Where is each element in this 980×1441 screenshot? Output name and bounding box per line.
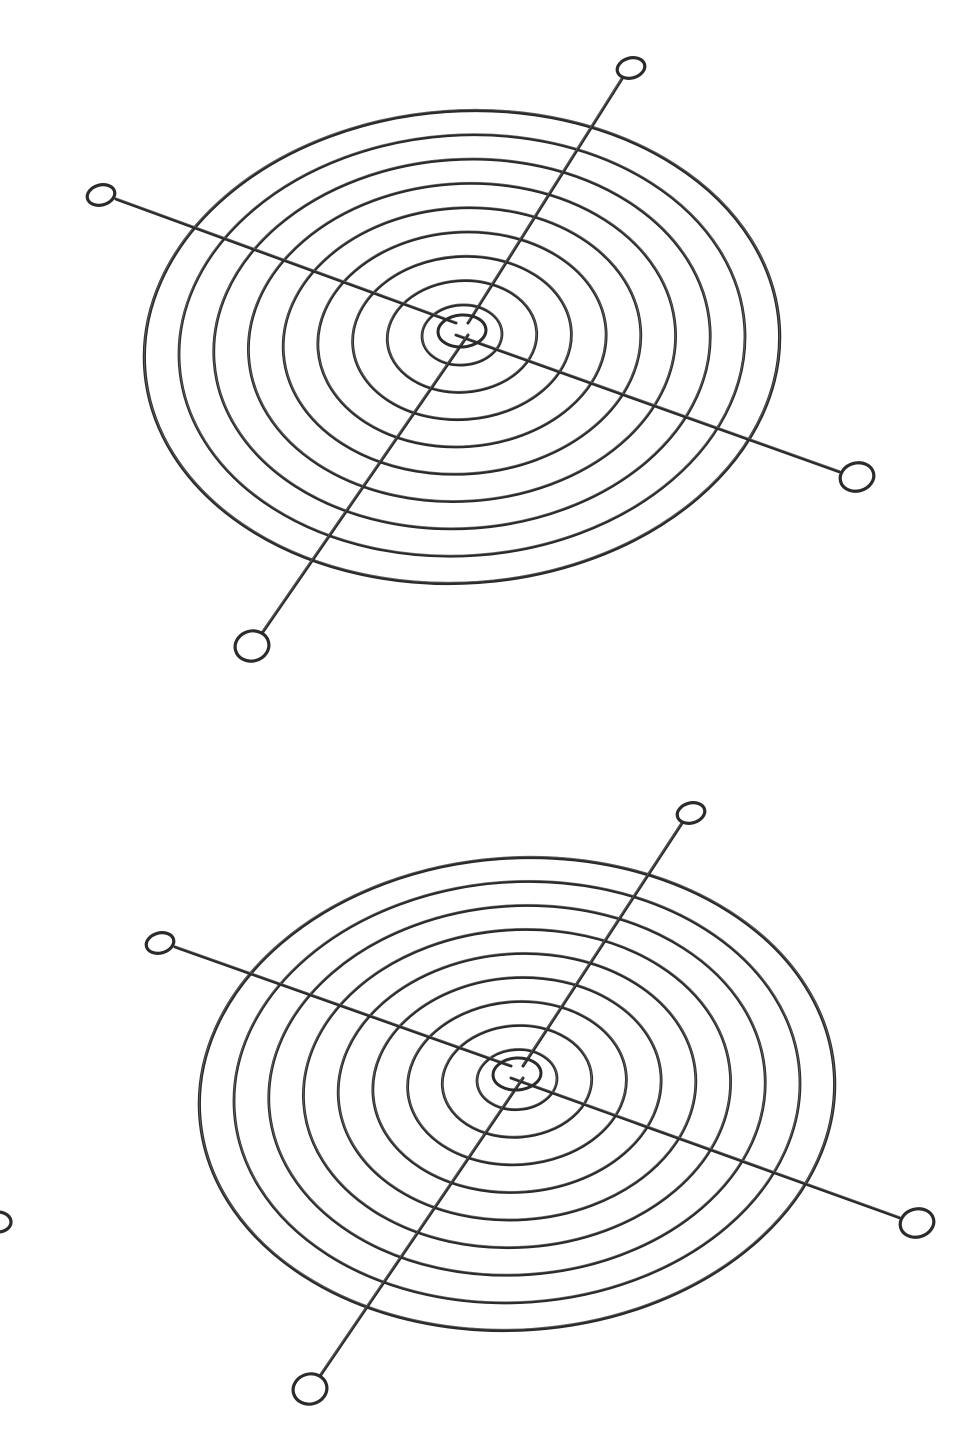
mounting-spokes xyxy=(85,56,876,663)
spoke-wire xyxy=(466,76,624,325)
spoke-wire xyxy=(454,333,841,474)
spoke-wire-highlight xyxy=(174,945,512,1066)
fan-guard-grill-bottom xyxy=(144,801,936,1406)
wire-ring-highlight xyxy=(476,1047,558,1109)
wire-ring-highlight xyxy=(143,108,780,583)
concentric-rings xyxy=(142,108,782,586)
wire-ring-highlight xyxy=(282,206,642,474)
wire-ring-highlight xyxy=(178,133,746,556)
spoke-wire xyxy=(521,821,684,1068)
spoke-wire-highlight xyxy=(115,197,457,323)
wire-ring-highlight xyxy=(407,999,627,1165)
spoke-wire-highlight xyxy=(262,333,469,632)
spoke-wire xyxy=(261,333,470,634)
mounting-spokes xyxy=(144,801,936,1406)
spoke-wire-highlight xyxy=(455,333,840,471)
spoke-wire xyxy=(173,945,513,1068)
mounting-eye xyxy=(85,183,117,207)
mounting-eye xyxy=(291,1372,329,1406)
mounting-eye xyxy=(898,1207,936,1239)
wire-ring-highlight xyxy=(372,975,662,1192)
mounting-eye xyxy=(615,56,647,80)
mounting-eye xyxy=(838,461,876,493)
wire-ring-highlight xyxy=(352,254,572,419)
mounting-eye xyxy=(675,801,707,825)
mounting-eye xyxy=(144,931,176,955)
wire-ring-highlight xyxy=(441,1023,593,1137)
wire-ring-highlight xyxy=(302,927,731,1247)
wire-ring-highlight xyxy=(337,951,697,1220)
wire-ring-highlight xyxy=(213,157,711,529)
spoke-wire-highlight xyxy=(320,1076,524,1375)
spoke-wire xyxy=(114,197,458,325)
spoke-wire-highlight xyxy=(467,76,623,323)
wire-ring-highlight xyxy=(247,181,676,501)
spoke-wire xyxy=(319,1076,525,1377)
wire-ring-highlight xyxy=(317,230,607,447)
wire-ring-highlight xyxy=(421,303,503,365)
wire-ring-highlight xyxy=(386,278,538,392)
wire-ring-highlight xyxy=(198,855,835,1330)
fan-guard-grill-top xyxy=(85,56,876,663)
hub-ring xyxy=(491,1056,543,1092)
wire-ring-highlight xyxy=(268,903,766,1275)
spoke-wire-highlight xyxy=(522,821,683,1066)
concentric-rings xyxy=(197,855,837,1333)
spoke-wire-highlight xyxy=(510,1076,900,1217)
spoke-wire xyxy=(509,1076,901,1220)
cropped-mounting-eye xyxy=(0,1210,13,1234)
mounting-eye xyxy=(233,629,271,663)
wire-ring-highlight xyxy=(233,879,801,1303)
hub-ring xyxy=(436,313,488,349)
